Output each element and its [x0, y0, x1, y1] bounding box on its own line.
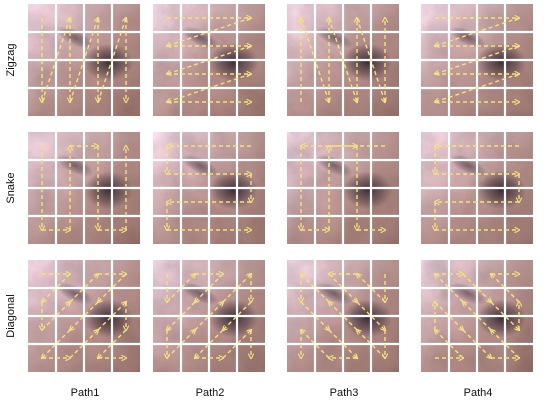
column-label-path2: Path2: [195, 387, 225, 399]
path-arrow: [41, 18, 70, 103]
panel-diagonal-path1: [28, 260, 140, 372]
column-label-path4: Path4: [463, 387, 493, 399]
panel-diagonal-path4: [421, 260, 533, 372]
dark-terrain-patch: [343, 171, 393, 210]
dark-terrain-patch: [209, 43, 259, 82]
dark-terrain-patch: [477, 43, 527, 82]
dark-terrain-patch: [209, 299, 259, 338]
panel-zigzag-path1: [28, 4, 140, 116]
panel-snake-path4: [421, 132, 533, 244]
dark-terrain-patch: [84, 299, 134, 338]
dark-terrain-patch: [343, 43, 393, 82]
path-arrow: [435, 45, 520, 74]
panel-zigzag-path3: [287, 4, 399, 116]
path-arrow: [435, 73, 520, 102]
path-arrow: [300, 17, 329, 102]
path-arrow: [328, 17, 357, 102]
path-arrow: [356, 17, 385, 102]
dark-terrain-patch: [209, 171, 259, 210]
path-arrow: [97, 18, 126, 103]
dark-terrain-patch: [477, 299, 527, 338]
path-arrow: [167, 17, 252, 46]
path-arrow: [435, 17, 520, 46]
panel-diagonal-path3: [287, 260, 399, 372]
dark-terrain-patch: [84, 43, 134, 82]
dark-terrain-patch: [84, 171, 134, 210]
row-label-snake: Snake: [5, 172, 17, 204]
dark-terrain-patch: [477, 171, 527, 210]
panel-zigzag-path4: [421, 4, 533, 116]
path-arrow: [167, 73, 252, 102]
panel-snake-path2: [153, 132, 265, 244]
column-label-path3: Path3: [329, 387, 359, 399]
panel-diagonal-path2: [153, 260, 265, 372]
row-label-diagonal: Diagonal: [5, 294, 17, 338]
panel-zigzag-path2: [153, 4, 265, 116]
path-arrow: [167, 45, 252, 74]
path-arrow: [69, 18, 98, 103]
column-label-path1: Path1: [70, 387, 100, 399]
panel-snake-path1: [28, 132, 140, 244]
panel-snake-path3: [287, 132, 399, 244]
row-label-zigzag: Zigzag: [5, 43, 17, 77]
